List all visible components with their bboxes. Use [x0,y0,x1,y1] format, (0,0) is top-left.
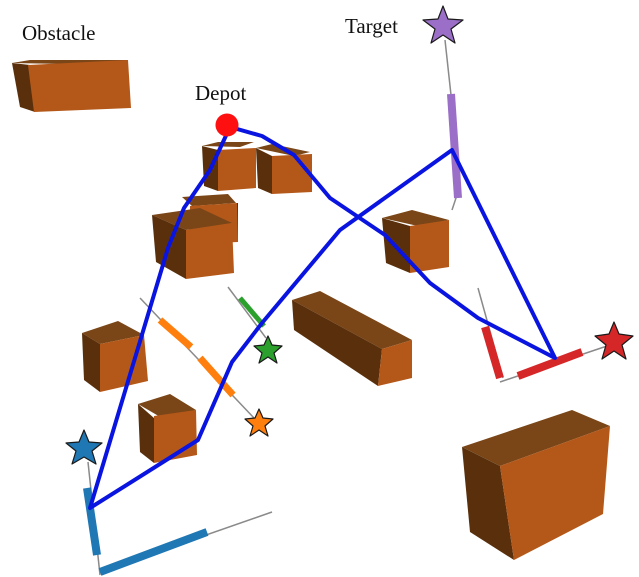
segment-red-horizontal [516,348,584,380]
target-star [253,335,283,364]
obstacle-box [12,60,131,112]
segment-green [238,296,266,328]
route-outbound-right [88,125,557,510]
segment-orange-lower [197,355,236,398]
obstacle-label: Obstacle [22,21,95,45]
obstacle-box [82,321,148,392]
depot-label: Depot [195,81,246,105]
obstacle-box [462,410,610,560]
segment-orange-upper [157,317,194,350]
obstacles [12,60,610,560]
route [88,125,557,510]
guide-line-orange [139,297,255,419]
segment-purple [447,93,462,199]
segment-red-vertical [481,325,504,380]
guide-line-purple [444,39,452,96]
target-label: Target [345,14,398,38]
target-star [65,429,103,465]
target-star [422,5,464,44]
guide-line-green [227,286,267,339]
target-star [244,408,274,437]
obstacle-box [138,394,197,463]
depot-dot [215,113,239,137]
targets [65,5,634,465]
obstacle-box [292,291,412,386]
segment-blue-horizontal [98,528,209,576]
coverage-segments [83,93,584,576]
segment-blue-vertical [83,487,101,556]
target-star [594,321,634,360]
obstacle-box [152,208,234,279]
